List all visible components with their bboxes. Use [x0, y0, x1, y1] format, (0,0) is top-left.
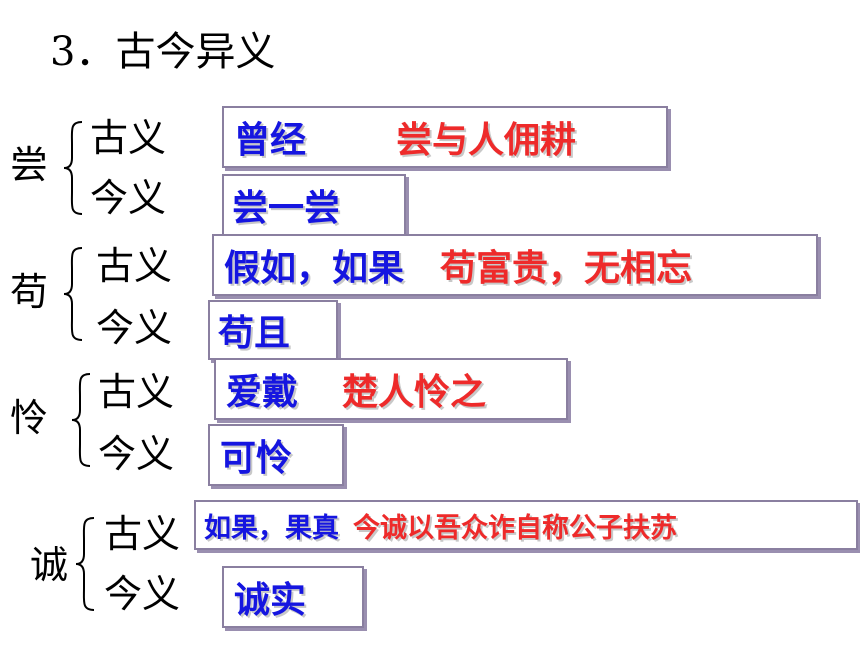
modern-label: 今义: [104, 572, 181, 616]
brace-icon: [71, 373, 91, 467]
modern-meaning-box: 诚实: [222, 566, 364, 628]
ancient-meaning-box: 如果，果真 今诚以吾众诈自称公子扶苏: [194, 500, 858, 550]
example-sentence: 楚人怜之: [342, 372, 487, 413]
ancient-label: 古义: [98, 370, 175, 414]
modern-label: 今义: [96, 306, 173, 350]
modern-meaning-box: 可怜: [208, 424, 344, 486]
ancient-meaning-box: 曾经 尝与人佣耕: [222, 106, 668, 168]
brace-icon: [63, 121, 83, 215]
term-word: 诚: [30, 543, 69, 587]
ancient-meaning: 如果，果真: [204, 512, 339, 544]
ancient-label: 古义: [96, 244, 173, 288]
modern-meaning: 可怜: [220, 438, 293, 479]
brace-icon: [63, 247, 83, 341]
ancient-meaning: 假如，如果: [224, 248, 405, 289]
ancient-label: 古义: [90, 116, 167, 160]
ancient-meaning: 曾经: [234, 120, 307, 161]
page-title: 3．古今异义: [50, 29, 276, 75]
modern-meaning: 尝一尝: [232, 188, 341, 229]
brace-icon: [75, 517, 95, 611]
modern-label: 今义: [90, 176, 167, 220]
modern-meaning-box: 苟且: [208, 300, 338, 360]
term-word: 苟: [10, 270, 49, 314]
example-sentence: 尝与人佣耕: [396, 120, 577, 161]
example-sentence: 今诚以吾众诈自称公子扶苏: [353, 512, 677, 544]
modern-meaning: 苟且: [218, 313, 291, 354]
term-word: 尝: [10, 143, 49, 187]
ancient-meaning: 爱戴: [226, 372, 299, 413]
modern-label: 今义: [98, 432, 175, 476]
ancient-label: 古义: [104, 512, 181, 556]
term-word: 怜: [10, 396, 49, 440]
example-sentence: 苟富贵，无相忘: [440, 248, 693, 289]
modern-meaning-box: 尝一尝: [222, 174, 406, 236]
modern-meaning: 诚实: [234, 580, 307, 621]
ancient-meaning-box: 假如，如果 苟富贵，无相忘: [212, 234, 818, 296]
ancient-meaning-box: 爱戴 楚人怜之: [214, 358, 568, 420]
